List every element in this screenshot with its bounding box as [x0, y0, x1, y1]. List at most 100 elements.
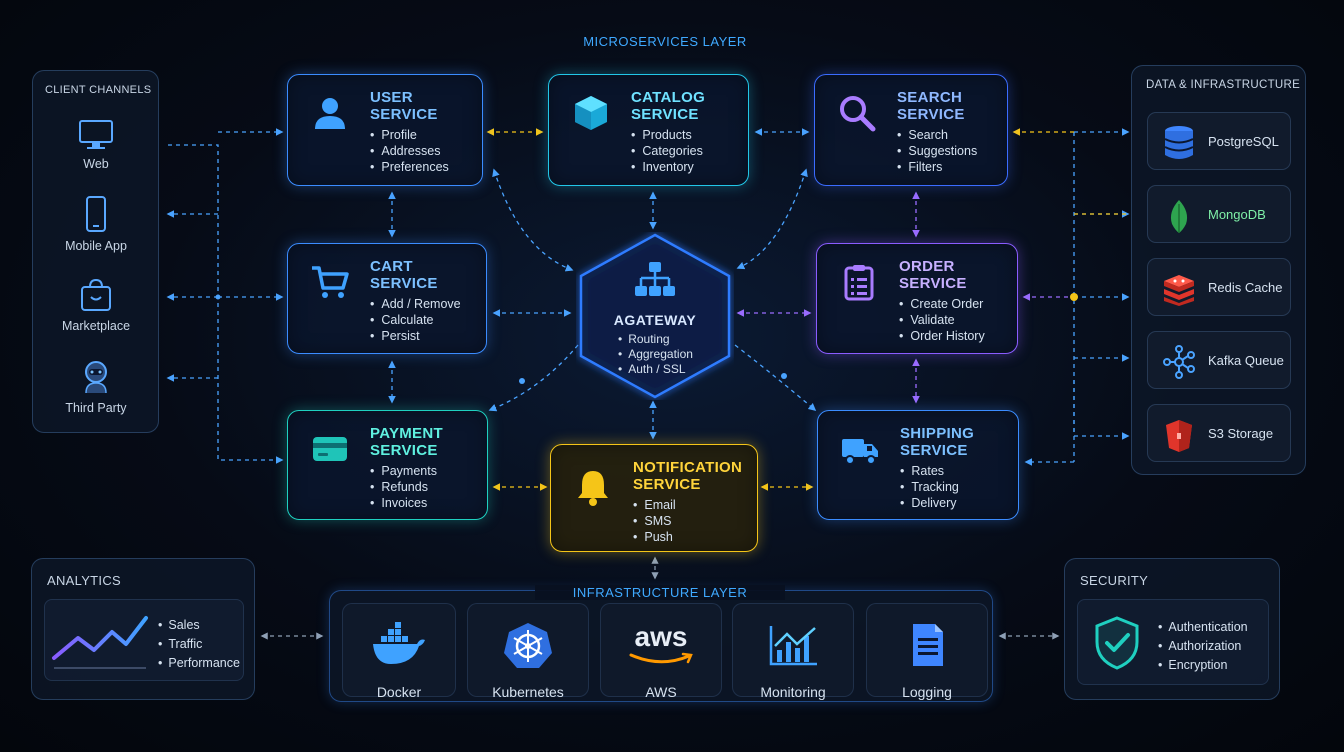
user-service-card[interactable]: USER SERVICE Profile Addresses Preferenc…	[287, 74, 483, 186]
list-item: Payments	[370, 463, 437, 479]
monitoring-chart-icon	[769, 626, 817, 666]
list-item: Delivery	[900, 495, 959, 511]
datastore-postgresql[interactable]: PostgreSQL	[1147, 112, 1291, 170]
robot-icon	[85, 361, 107, 394]
list-item: Aggregation	[618, 347, 693, 362]
list-item: Refunds	[370, 479, 437, 495]
redis-icon	[1164, 275, 1194, 306]
service-title: SEARCH	[897, 89, 963, 106]
kubernetes-wheel-icon	[504, 623, 552, 668]
catalog-service-card[interactable]: CATALOG SERVICE Products Categories Inve…	[548, 74, 749, 186]
monitor-icon	[79, 120, 113, 149]
service-items: Add / Remove Calculate Persist	[370, 296, 461, 344]
datastore-label: S3 Storage	[1208, 426, 1274, 441]
gateway-title: AGATEWAY	[613, 312, 697, 328]
data-infrastructure-title: DATA & INFRASTRUCTURE	[1146, 79, 1301, 91]
channel-marketplace[interactable]: Marketplace	[33, 277, 159, 333]
datastore-redis[interactable]: Redis Cache	[1147, 258, 1291, 316]
list-item: Search	[897, 127, 977, 143]
list-item: SMS	[633, 513, 676, 529]
infra-docker[interactable]: Docker	[342, 603, 456, 700]
analytics-items: Sales Traffic Performance	[158, 616, 240, 673]
service-subtitle: SERVICE	[370, 106, 438, 123]
aws-smile-icon	[629, 652, 693, 664]
shopping-cart-icon	[312, 266, 349, 298]
list-item: Authentication	[1158, 618, 1247, 637]
cart-service-card[interactable]: CART SERVICE Add / Remove Calculate Pers…	[287, 243, 487, 354]
cube-icon	[575, 96, 607, 130]
channel-label: Web	[83, 157, 109, 171]
aws-logo-text: aws	[634, 621, 688, 652]
service-subtitle: SERVICE	[370, 442, 438, 459]
list-item: Create Order	[899, 296, 985, 312]
order-service-card[interactable]: ORDER SERVICE Create Order Validate Orde…	[816, 243, 1018, 354]
credit-card-icon	[313, 437, 347, 461]
bell-icon	[578, 471, 608, 506]
infra-aws[interactable]: aws AWS	[600, 603, 722, 700]
channel-web[interactable]: Web	[33, 119, 159, 171]
service-subtitle: SERVICE	[899, 275, 967, 292]
s3-bucket-icon	[1166, 420, 1192, 452]
gateway-items: Routing Aggregation Auth / SSL	[618, 332, 693, 377]
service-title: CATALOG	[631, 89, 706, 106]
datastore-label: PostgreSQL	[1208, 134, 1279, 149]
client-channels-title: CLIENT CHANNELS	[45, 84, 152, 96]
channel-third-party[interactable]: Third Party	[33, 357, 159, 415]
list-item: Calculate	[370, 312, 461, 328]
list-item: Invoices	[370, 495, 437, 511]
datastore-kafka[interactable]: Kafka Queue	[1147, 331, 1291, 389]
service-items: Profile Addresses Preferences	[370, 127, 449, 175]
list-item: Routing	[618, 332, 693, 347]
security-panel: SECURITY Authentication Authorization En…	[1064, 558, 1280, 700]
service-title: CART	[370, 258, 413, 275]
infra-monitoring[interactable]: Monitoring	[732, 603, 854, 700]
service-title: ORDER	[899, 258, 955, 275]
shipping-service-card[interactable]: SHIPPING SERVICE Rates Tracking Delivery	[817, 410, 1019, 520]
list-item: Persist	[370, 328, 461, 344]
list-item: Profile	[370, 127, 449, 143]
network-tree-icon	[635, 262, 675, 296]
service-subtitle: SERVICE	[631, 106, 699, 123]
infra-label: Kubernetes	[492, 684, 564, 700]
service-subtitle: SERVICE	[370, 275, 438, 292]
list-item: Suggestions	[897, 143, 977, 159]
service-items: Payments Refunds Invoices	[370, 463, 437, 511]
infra-kubernetes[interactable]: Kubernetes	[467, 603, 589, 700]
shield-check-icon	[1095, 616, 1139, 670]
api-gateway[interactable]: AGATEWAY Routing Aggregation Auth / SSL	[576, 232, 734, 400]
analytics-card[interactable]: Sales Traffic Performance	[44, 599, 244, 681]
service-items: Search Suggestions Filters	[897, 127, 977, 175]
infra-logging[interactable]: Logging	[866, 603, 988, 700]
channel-label: Mobile App	[65, 239, 127, 253]
channel-label: Marketplace	[61, 319, 131, 333]
datastore-s3[interactable]: S3 Storage	[1147, 404, 1291, 462]
service-items: Create Order Validate Order History	[899, 296, 985, 344]
shopping-bag-icon	[81, 278, 111, 311]
analytics-title: ANALYTICS	[47, 573, 121, 588]
service-title: USER	[370, 89, 413, 106]
payment-service-card[interactable]: PAYMENT SERVICE Payments Refunds Invoice…	[287, 410, 488, 520]
datastore-label: Kafka Queue	[1208, 353, 1284, 368]
security-card[interactable]: Authentication Authorization Encryption	[1077, 599, 1269, 685]
list-item: Add / Remove	[370, 296, 460, 312]
list-item: Performance	[158, 654, 240, 673]
channel-mobile-app[interactable]: Mobile App	[33, 195, 159, 253]
security-items: Authentication Authorization Encryption	[1158, 618, 1247, 675]
list-item: Tracking	[900, 479, 958, 495]
search-service-card[interactable]: SEARCH SERVICE Search Suggestions Filter…	[814, 74, 1008, 186]
datastore-mongodb[interactable]: MongoDB	[1147, 185, 1291, 243]
database-icon	[1164, 126, 1194, 159]
magnifier-icon	[840, 96, 876, 132]
infrastructure-layer-title: INFRASTRUCTURE LAYER	[535, 585, 785, 600]
list-item: Validate	[899, 312, 985, 328]
infra-label: AWS	[645, 684, 677, 700]
datastore-label: MongoDB	[1208, 207, 1266, 222]
analytics-panel: ANALYTICS Sales Traffic Performance	[31, 558, 255, 700]
list-item: Auth / SSL	[618, 362, 693, 377]
line-chart-icon	[52, 616, 148, 669]
notification-service-card[interactable]: NOTIFICATION SERVICE Email SMS Push	[550, 444, 758, 552]
service-items: Email SMS Push	[633, 497, 676, 545]
security-title: SECURITY	[1080, 573, 1149, 588]
list-item: Traffic	[158, 635, 240, 654]
infrastructure-layer-panel: Docker Kubernetes aws AWS Monitoring Log…	[329, 590, 993, 702]
